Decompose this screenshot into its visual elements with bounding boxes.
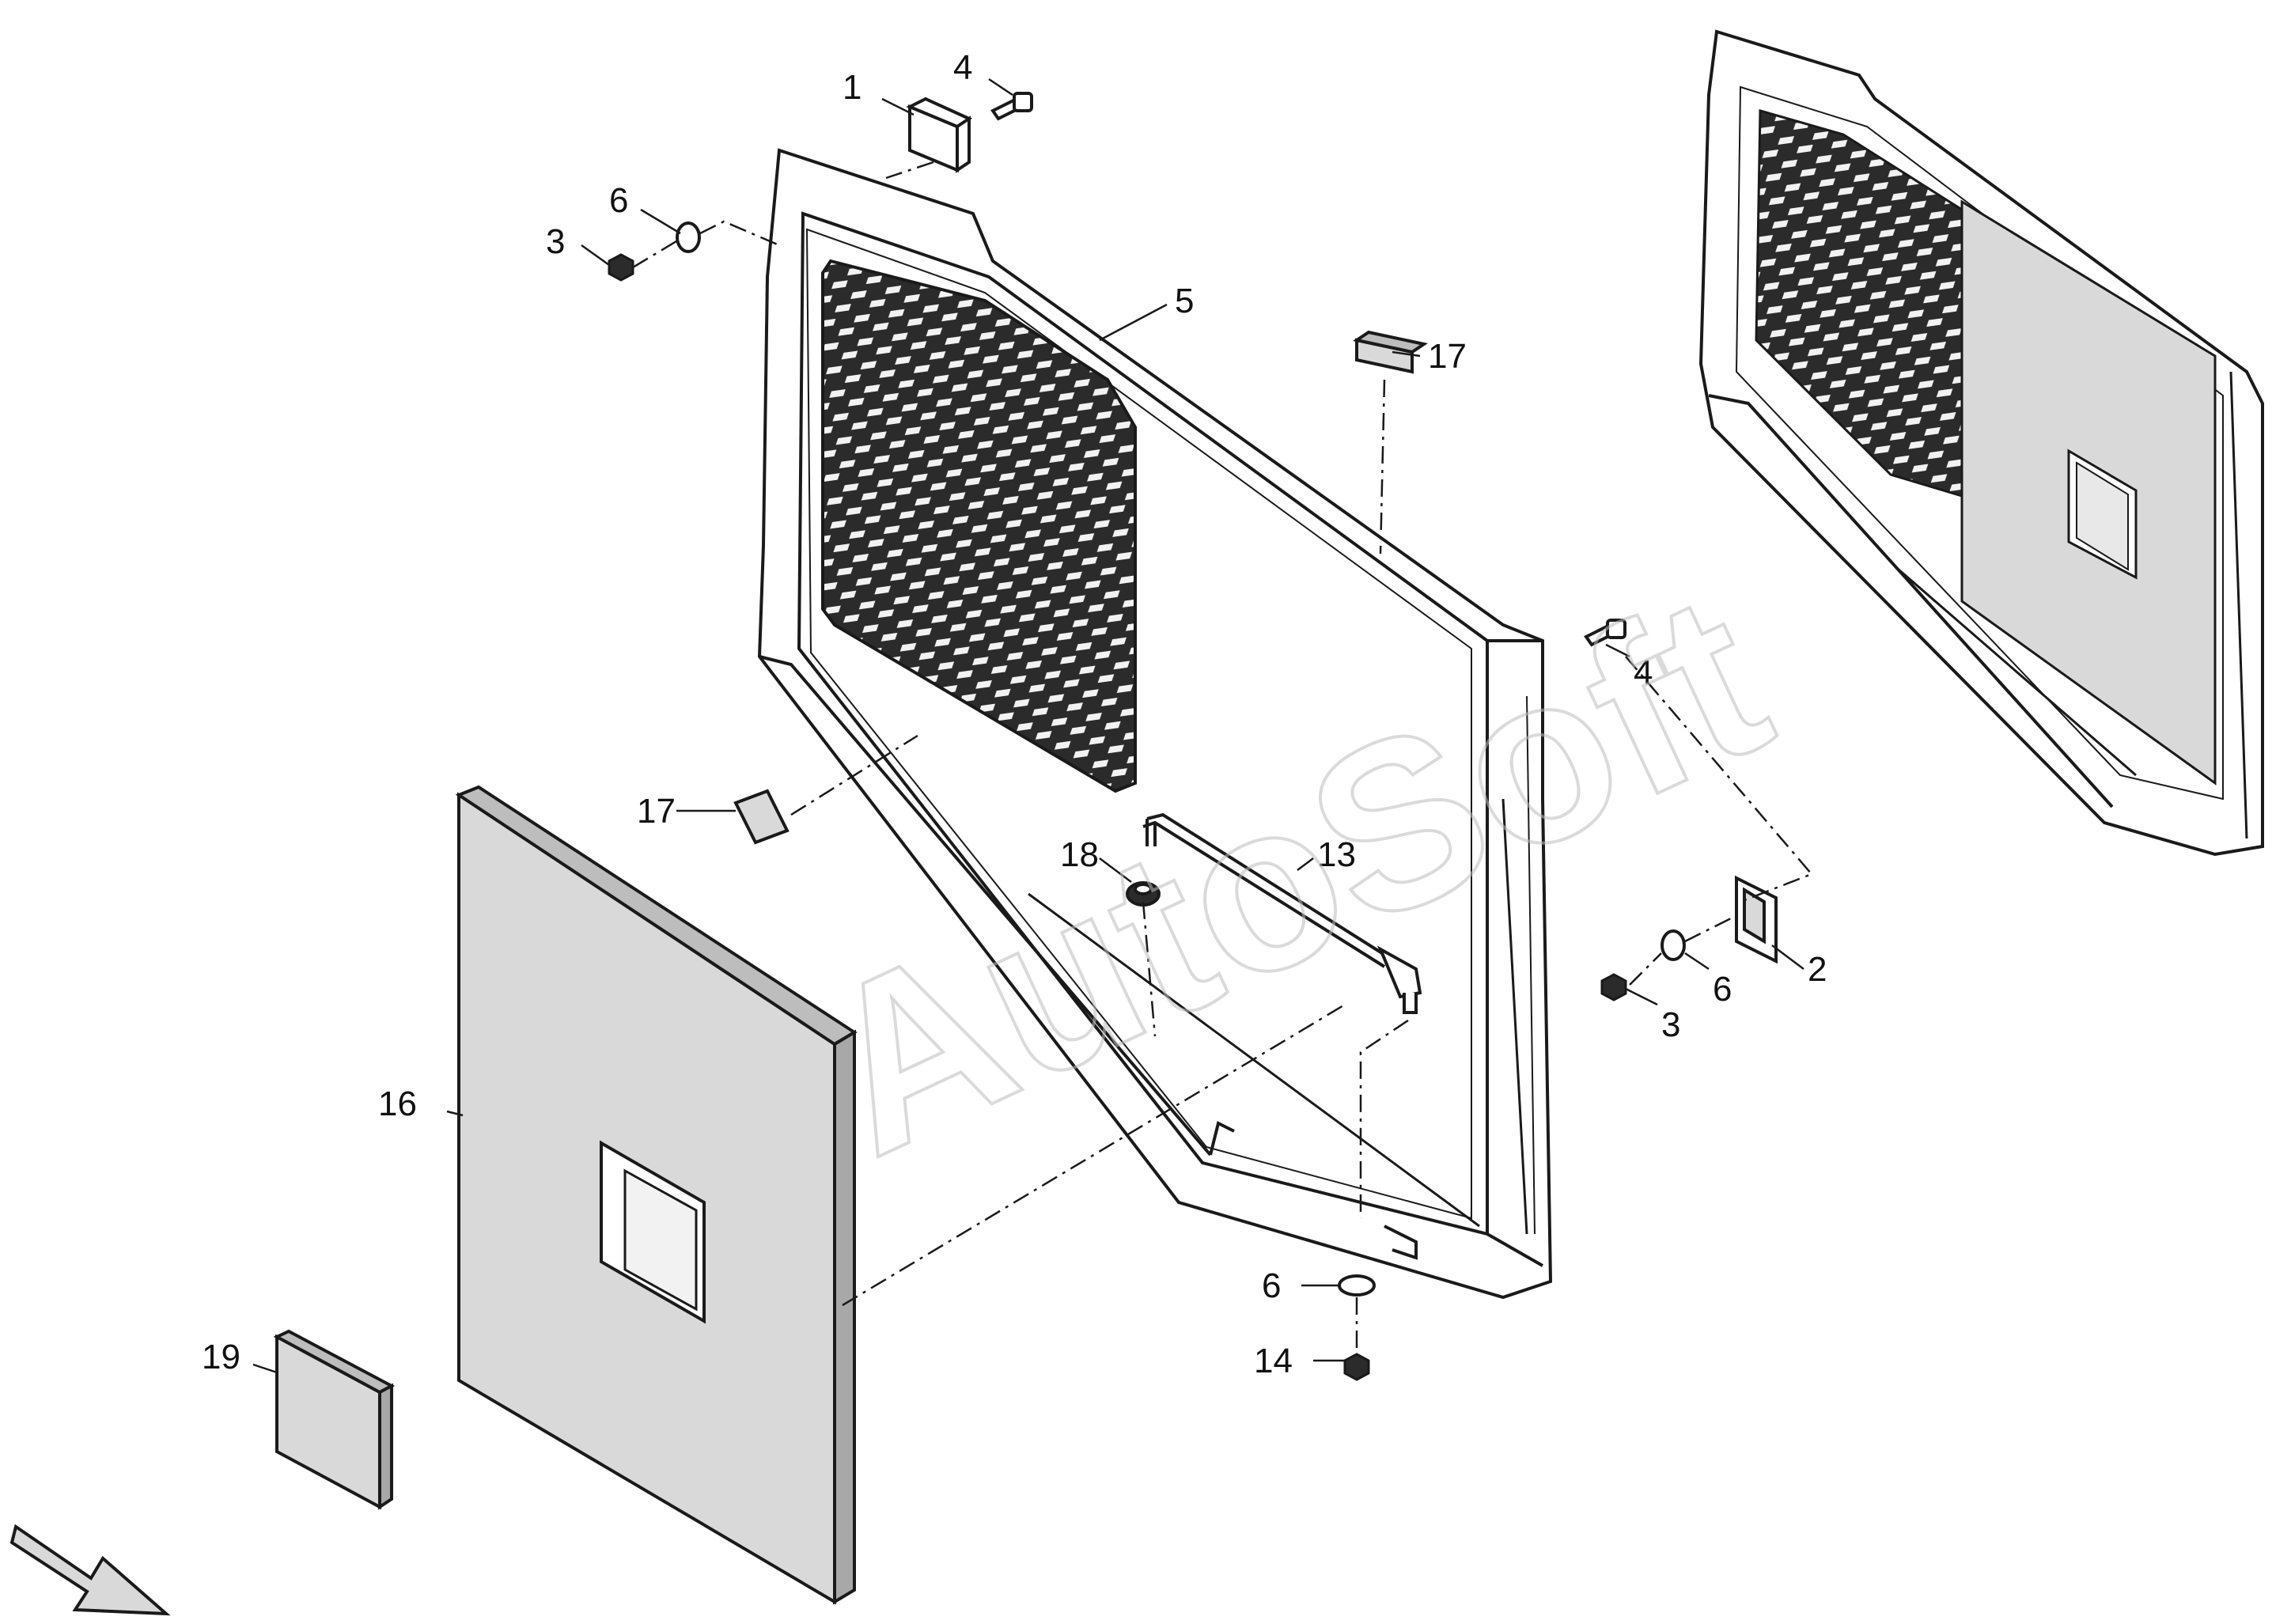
- callout-14: 14: [1254, 1342, 1293, 1380]
- washer-6-bottom: [1338, 1274, 1376, 1297]
- assembled-view: [1698, 29, 2264, 857]
- callout-16: 16: [378, 1085, 417, 1123]
- callout-17-top: 17: [1428, 337, 1467, 376]
- washer-6-right: [1661, 929, 1686, 961]
- callout-6-bottom: 6: [1262, 1266, 1281, 1305]
- direction-arrow-icon: [9, 1524, 171, 1616]
- callout-5: 5: [1175, 282, 1194, 320]
- grommet-18: [1126, 881, 1161, 907]
- nut-3-top: [608, 253, 634, 282]
- callout-6-right: 6: [1713, 970, 1732, 1009]
- callout-6-top: 6: [609, 181, 628, 220]
- bolt-4-right: [1584, 619, 1626, 647]
- nut-3-right: [1600, 973, 1627, 1001]
- callout-4-right: 4: [1634, 653, 1653, 692]
- callout-13: 13: [1317, 835, 1356, 874]
- bolt-4-top: [990, 92, 1033, 121]
- callout-17-left: 17: [637, 792, 676, 831]
- insulation-panel: [455, 785, 858, 1605]
- assembly-lines: [632, 161, 1814, 1353]
- bracket-1: [906, 97, 973, 173]
- cable: [1142, 812, 1422, 1014]
- callout-2: 2: [1808, 950, 1827, 989]
- nut-14: [1343, 1353, 1370, 1381]
- callout-1: 1: [843, 68, 861, 107]
- bracket-2: [1735, 875, 1778, 964]
- clip-17-top: [1352, 330, 1429, 374]
- leader-lines: [252, 78, 1804, 1374]
- callout-labels: 1 4 6 3 5 17 4 17 18 13 2 6 3 16 6 14 19: [202, 48, 1827, 1380]
- mesh-grille: [821, 259, 1137, 793]
- washer-6-top: [676, 221, 701, 253]
- callout-18: 18: [1060, 835, 1099, 874]
- callout-4-top: 4: [953, 48, 972, 87]
- callout-3-top: 3: [546, 222, 565, 261]
- callout-3-right: 3: [1661, 1005, 1680, 1044]
- clip-17-left: [733, 789, 790, 845]
- pad: [273, 1329, 396, 1510]
- callout-19: 19: [202, 1338, 240, 1376]
